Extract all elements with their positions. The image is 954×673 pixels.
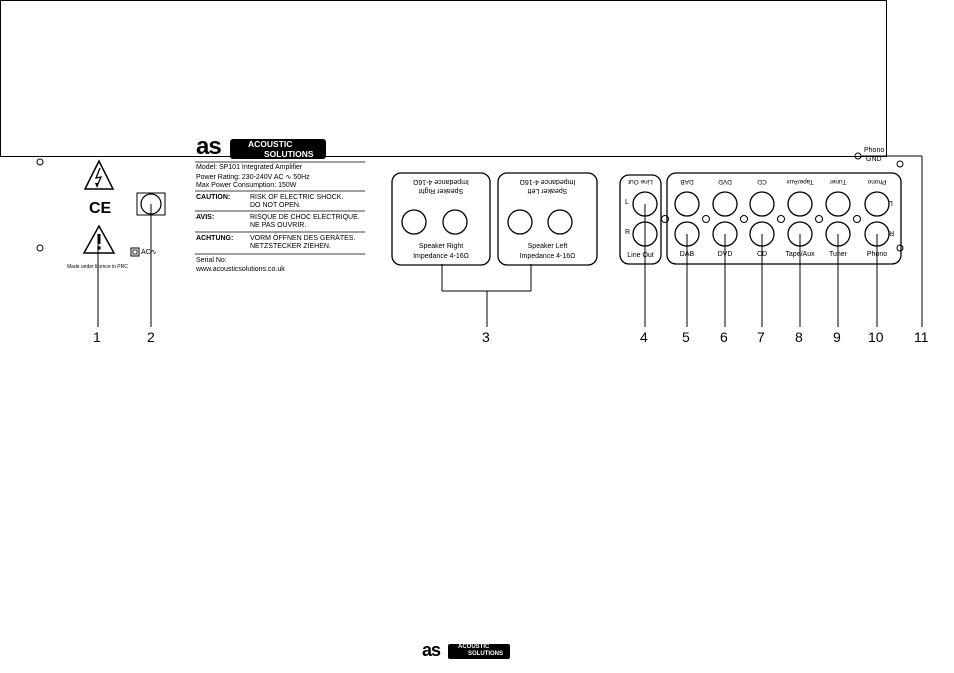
phono-label-flipped: Phono [867,178,887,185]
ce-mark: CE [89,200,112,217]
footer-logo: as ACOUSTIC SOLUTIONS [422,640,510,661]
speaker-right-terminal [442,209,468,235]
speaker-left-imp-flipped: Impedance 4-16Ω [519,178,576,185]
caution-key: CAUTION: [196,194,231,201]
phono-gnd-terminal [854,152,862,160]
phono-l-flipped: L [889,199,893,206]
dvd-label: DVD [717,251,733,258]
line-out-r: R [625,229,631,236]
shock-warning-icon [83,159,115,190]
achtung-line-1: VORM ÖFFNEN DES GERÄTES. [250,235,356,242]
dab-jack-l [674,191,700,217]
mount-hole [896,244,904,252]
caution-icon [82,224,116,254]
cd-jack-l [749,191,775,217]
brand-mark: as [196,133,222,160]
speaker-left-terminal [507,209,533,235]
speaker-left-terminal [547,209,573,235]
avis-line-2: NE PAS OUVRIR. [250,222,307,229]
mount-hole [36,244,44,252]
dvd-jack-l [712,191,738,217]
callout-1: 1 [93,329,101,345]
brand-logo: as ACOUSTIC SOLUTIONS [196,133,326,161]
callout-9: 9 [833,329,841,345]
caution-line-1: RISK OF ELECTRIC SHOCK. [250,194,344,201]
inputs-box [666,172,902,265]
speaker-right-name-flipped: Speaker Right [418,187,464,194]
phono-jack-l [864,191,890,217]
dvd-label-flipped: DVD [718,178,732,185]
callout-8: 8 [795,329,803,345]
callout-11: 11 [914,329,929,345]
dab-label-flipped: DAB [680,178,694,185]
speaker-left-name: Speaker Left [527,243,568,250]
cd-label-flipped: CD [757,178,767,185]
power-rating-text: Power Rating: 230-240V AC ∿ 50Hz [196,174,310,181]
line-out-box [619,174,662,265]
tuner-label-flipped: Tuner [829,178,847,185]
callout-3: 3 [482,329,490,345]
url-text: www.acousticsolutions.co.uk [196,266,285,273]
achtung-key: ACHTUNG: [196,235,234,242]
tuner-label: Tuner [828,251,848,258]
footer-brand-mark: as [422,640,441,660]
callout-2: 2 [147,329,155,345]
line-out-label: Line Out [627,252,654,259]
mount-hole [896,160,904,168]
speaker-right-box [391,172,491,266]
speaker-right-imp-flipped: Impedance 4-16Ω [413,178,469,185]
callout-4: 4 [640,329,648,345]
max-power-text: Max Power Consumption: 150W [196,182,297,189]
model-text: Model: SP101 Integrated Amplifier [196,164,303,171]
tape-label: Tape/Aux [785,251,815,258]
brand-line2: SOLUTIONS [264,149,314,159]
callout-5: 5 [682,329,690,345]
brand-line1: ACOUSTIC [248,139,293,149]
line-out-l: L [625,199,629,206]
speaker-left-imp: Impedance 4-16Ω [519,253,576,260]
made-in-text: Made under licence in PRC [67,264,128,270]
cd-label: CD [756,251,768,258]
callout-6: 6 [720,329,728,345]
footer-brand-line2: SOLUTIONS [468,651,504,657]
ac-label: AC∿ [141,249,157,256]
caution-line-2: DO NOT OPEN. [250,202,301,209]
avis-line-1: RISQUE DE CHOC ELECTRIQUE. [250,214,360,221]
achtung-line-2: NETZSTECKER ZIEHEN. [250,243,331,250]
avis-key: AVIS: [196,214,215,221]
phono-label: Phono [866,251,888,258]
serial-text: Serial No: [196,257,227,264]
tuner-jack-l [825,191,851,217]
speaker-right-imp: Impedance 4-16Ω [413,253,469,260]
callout-10: 10 [868,329,884,345]
mount-hole [36,158,44,166]
tape-jack-l [787,191,813,217]
power-socket-icon [130,192,166,257]
speaker-right-terminal [401,209,427,235]
rear-panel [0,0,887,157]
callout-7: 7 [757,329,765,345]
dab-label: DAB [679,251,695,258]
footer-brand-line1: ACOUSTIC [458,644,490,650]
speaker-left-name-flipped: Speaker Left [527,187,568,194]
phono-gnd-line2: GND [866,156,882,163]
phono-r-flipped: R [889,229,895,236]
callout-lines [97,155,923,327]
speaker-right-name: Speaker Right [418,243,464,250]
speaker-left-box [497,172,598,266]
tape-label-flipped: Tape/Aux [786,178,814,185]
line-out-label-flipped: Line Out [628,178,653,185]
phono-gnd-line1: Phono [864,147,885,154]
